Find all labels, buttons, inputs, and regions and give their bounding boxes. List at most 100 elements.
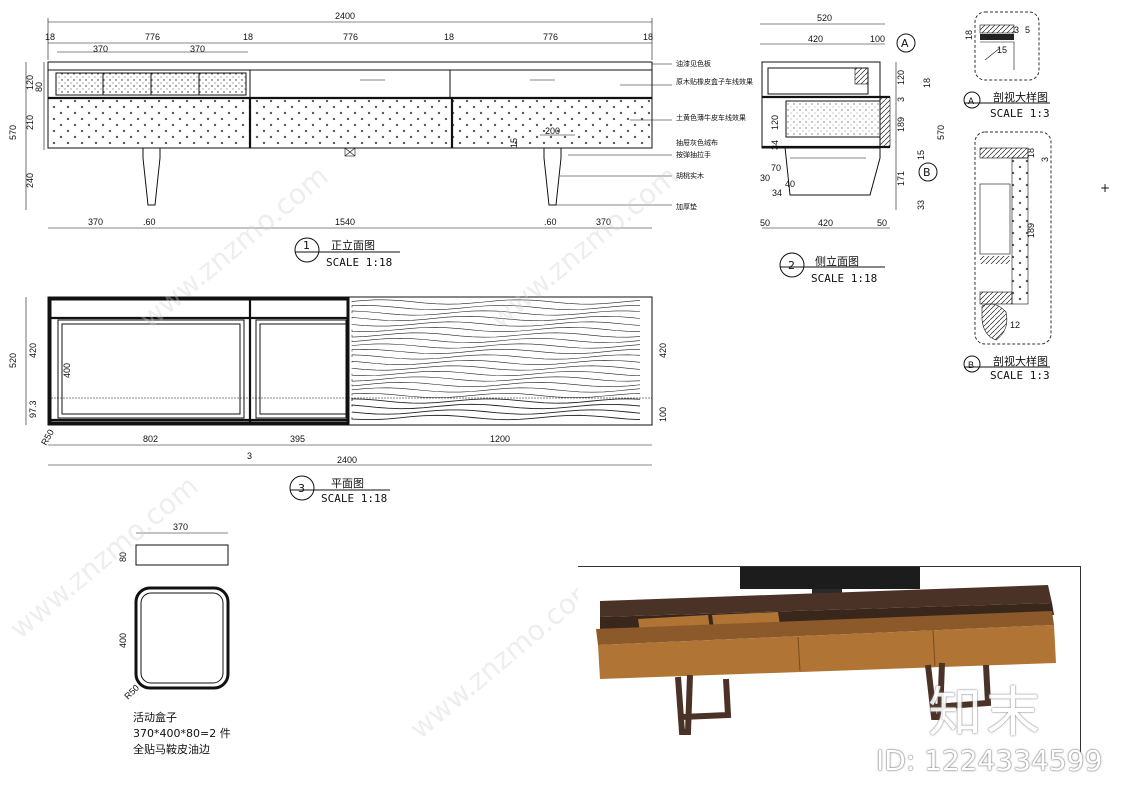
detail-b-dim: 18 — [1026, 148, 1036, 158]
front-bottom-dim: .60 — [143, 217, 156, 227]
side-v-dim: 189 — [896, 117, 906, 132]
front-dim: 18 — [444, 32, 454, 42]
side-v-dim: 3 — [896, 97, 906, 102]
wood-legs — [675, 662, 992, 735]
detail-b-dim: 12 — [1010, 320, 1020, 330]
tv-screen — [740, 567, 920, 589]
grain-line — [351, 370, 641, 377]
grain-line — [351, 348, 641, 355]
box-name: 活动盒子 — [133, 710, 177, 724]
plan-radius: R50 — [39, 428, 56, 447]
detail-a: 18 3 5 15 A 剖视大样图 SCALE 1:3 — [963, 11, 1050, 120]
side-elevation: 520 420 100 A 120 18 3 189 570 15 171 33… — [760, 13, 946, 285]
grain-line — [351, 392, 641, 399]
plan-bottom-dim: 1200 — [490, 434, 510, 444]
box-width-dim: 370 — [173, 522, 188, 532]
grain-line — [351, 354, 641, 360]
grain-line — [351, 321, 641, 327]
side-v-dim: 15 — [916, 150, 926, 160]
grain-line — [351, 304, 641, 311]
plan-total-dim: 2400 — [337, 455, 357, 465]
detail-a-dim: 15 — [997, 45, 1007, 55]
grain-line — [351, 398, 641, 404]
box-spec: 370*400*80=2 件 — [133, 727, 231, 740]
grain-line — [351, 299, 641, 305]
front-bottom-dim: 370 — [596, 217, 611, 227]
detail-a-scale: SCALE 1:3 — [990, 107, 1050, 120]
front-v-dim: 80 — [34, 82, 44, 92]
crosshair-icon: + — [1100, 181, 1111, 195]
grain-line — [351, 414, 641, 421]
side-view-number: 2 — [788, 259, 795, 272]
top-shelf — [600, 585, 1052, 617]
detail-b-tag: B — [923, 166, 931, 179]
front-note: 胡桃实木 — [676, 171, 704, 180]
side-left-dim: 70 — [771, 163, 781, 173]
front-bottom-dim: 370 — [88, 217, 103, 227]
front-v-dim: 120 — [25, 75, 35, 90]
grain-line — [351, 315, 641, 322]
front-note: 土黄色薄牛皮车线效果 — [676, 113, 746, 122]
front-note: 加厚垫 — [676, 202, 697, 211]
plan-v-dim: 520 — [8, 353, 18, 368]
front-dim: 18 — [643, 32, 653, 42]
grain-line — [351, 343, 641, 349]
front-note: 原木贴橡皮盒子车线效果 — [676, 77, 753, 86]
side-left-dim: 40 — [785, 179, 795, 189]
image-id: ID: 1224334599 — [876, 744, 1103, 777]
front-view-number: 1 — [303, 239, 310, 252]
side-total-dim: 520 — [817, 13, 832, 23]
grain-line — [351, 326, 641, 333]
detail-a-dim: 3 — [1014, 25, 1019, 35]
side-left-dim: 34 — [770, 140, 780, 150]
plan-view-number: 3 — [298, 482, 305, 495]
front-dim: 776 — [543, 32, 558, 42]
plan-inner-dim: 400 — [62, 363, 72, 378]
front-bottom-dim: .60 — [544, 217, 557, 227]
front-v-dim: 210 — [25, 115, 35, 130]
box-depth-dim: 400 — [118, 633, 128, 648]
front-mid-dim2: 15 — [509, 138, 519, 148]
front-mid-dim: 200 — [545, 126, 560, 136]
product-photo — [578, 566, 1081, 757]
front-view-scale: SCALE 1:18 — [326, 256, 392, 269]
front-note: 抽屉灰色绒布 — [676, 138, 718, 147]
plan-bottom-dim: 395 — [290, 434, 305, 444]
side-top-dim: 100 — [870, 34, 885, 44]
grain-line — [351, 387, 641, 393]
detail-b-dim: 3 — [1040, 157, 1050, 162]
side-left-dim: 34 — [772, 188, 782, 198]
side-view-scale: SCALE 1:18 — [811, 272, 877, 285]
watermark-text: www.znzmo.com — [3, 469, 204, 645]
front-note: 油漆见色板 — [676, 59, 711, 68]
plan-v-dim: 420 — [658, 343, 668, 358]
side-v-dim: 120 — [896, 70, 906, 85]
grain-line — [351, 376, 641, 382]
grain-line — [351, 381, 641, 388]
front-dim: 18 — [45, 32, 55, 42]
box-radius: R50 — [122, 683, 141, 702]
detail-a-number: A — [968, 96, 974, 106]
front-dim: 18 — [243, 32, 253, 42]
detail-b-title: 剖视大样图 — [993, 354, 1048, 368]
plan-v-dim: 100 — [658, 407, 668, 422]
wood-grain — [351, 299, 641, 421]
plan-bottom-dim: 802 — [143, 434, 158, 444]
grain-line — [351, 337, 641, 344]
front-elevation: 2400 18 776 18 776 18 776 18 370 370 570… — [8, 11, 753, 269]
side-bottom-dim: 420 — [818, 218, 833, 228]
loose-box-detail: 370 80 400 R50 活动盒子 370*400*80=2 件 全贴马鞍皮… — [118, 522, 231, 756]
plan-v-dim: 97.3 — [28, 400, 38, 418]
side-left-dim: 120 — [770, 115, 780, 130]
front-view-title: 正立面图 — [331, 238, 375, 252]
front-height-dim: 570 — [8, 125, 18, 140]
front-drawer-dim: 370 — [190, 44, 205, 54]
grain-line — [351, 332, 641, 338]
front-total-dim: 2400 — [335, 11, 355, 21]
detail-a-dim: 18 — [964, 30, 974, 40]
grain-line — [351, 359, 641, 366]
front-drawer-dim: 370 — [93, 44, 108, 54]
plan-small-dim: 3 — [247, 451, 252, 461]
side-v-dim: 18 — [922, 78, 932, 88]
